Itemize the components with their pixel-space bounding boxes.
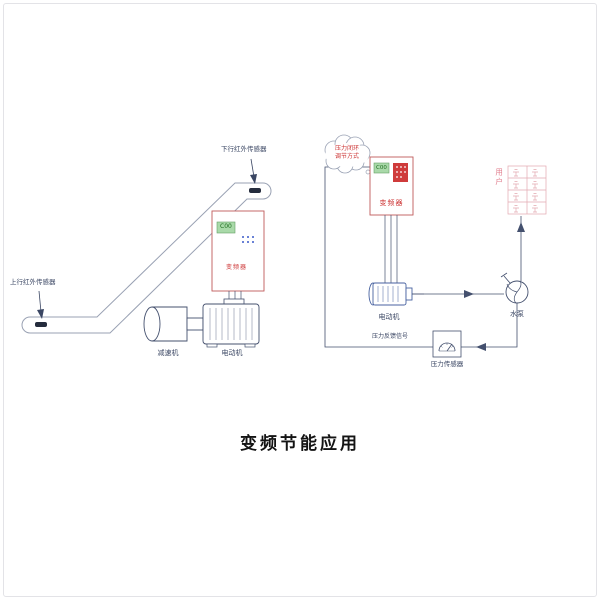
page-border [3, 3, 597, 597]
reducer-machine [143, 306, 204, 342]
motor-fins [209, 308, 253, 340]
motor-left-label: 电动机 [221, 349, 243, 357]
display-screen [373, 162, 390, 174]
flow-arrow-icon [464, 290, 474, 298]
motor-wires [384, 215, 398, 283]
up-sensor-label: 上行红外传感器 [10, 278, 56, 286]
down-sensor-arrow-icon [250, 158, 257, 184]
up-sensor-arrow-icon [37, 290, 44, 319]
water-pump-icon [500, 272, 529, 304]
pressure-sensor-label: 压力传感器 [430, 360, 464, 368]
keypad-dots [242, 236, 254, 243]
electric-motor-left [202, 298, 260, 348]
motor-fins [377, 286, 399, 302]
cloud-text-line2: 调节方式 [334, 153, 359, 160]
infrared-sensor-up [35, 322, 47, 327]
feedback-arrow-icon [476, 343, 486, 351]
motor-right-label: 电动机 [378, 313, 400, 321]
supply-arrow-icon [517, 222, 525, 232]
down-sensor-label: 下行红外传感器 [221, 145, 267, 153]
electric-motor-right [368, 282, 424, 306]
faucet-icons [512, 169, 539, 213]
page-title: 变频节能应用 [240, 434, 360, 454]
motor-wires [228, 291, 242, 300]
inverter-label-left: 变频器 [226, 264, 248, 271]
inverter-label-right: 变频器 [379, 199, 404, 207]
keypad-dots [396, 166, 406, 178]
inverter-display-left: C00 [220, 223, 232, 230]
pressure-sensor-gauge [432, 330, 462, 358]
reducer-label: 减速机 [157, 349, 179, 357]
feedback-signal-line [324, 166, 518, 348]
feedback-label: 压力反馈信号 [371, 333, 408, 340]
cloud-text-line1: 压力闭环 [334, 145, 359, 152]
user-grid [507, 165, 547, 215]
user-label: 用户 [494, 168, 504, 187]
infrared-sensor-down [249, 188, 261, 193]
inverter-display-right: C00 [376, 165, 387, 171]
display-screen [216, 221, 236, 234]
inverter-box-right [369, 156, 414, 283]
escalator-outline [21, 182, 272, 334]
inverter-box-left [211, 210, 265, 300]
pump-label: 水泵 [510, 310, 524, 318]
thought-cloud [324, 134, 371, 175]
